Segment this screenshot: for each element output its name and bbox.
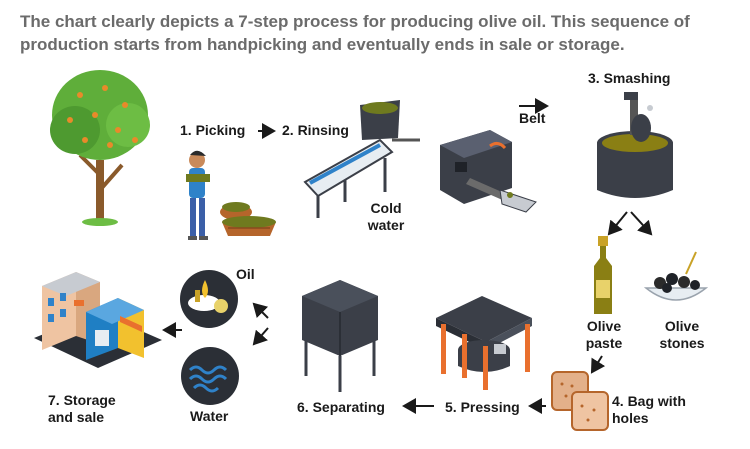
label-olive-paste: Olive paste	[578, 318, 630, 352]
label-olive-stones-line-2: stones	[659, 335, 705, 351]
intro-line-1: The chart clearly depicts a 7-step proce…	[20, 12, 690, 31]
label-bag-line-1: 4. Bag with	[612, 393, 686, 409]
label-olive-stones-line-1: Olive	[664, 318, 700, 334]
label-olive-paste-line-2: paste	[585, 335, 623, 351]
label-pressing: 5. Pressing	[445, 399, 520, 415]
label-separating: 6. Separating	[297, 399, 385, 415]
label-water: Water	[190, 408, 229, 424]
label-olive-stones: Olive stones	[654, 318, 710, 352]
label-picking: 1. Picking	[180, 122, 246, 138]
smashing-machine-icon	[597, 92, 673, 198]
water-circle-icon	[181, 347, 239, 405]
separator-tank-icon	[302, 280, 378, 392]
storefront-building-icon	[34, 272, 162, 368]
intro-text: The chart clearly depicts a 7-step proce…	[20, 10, 735, 56]
label-cold-water-line-2: water	[367, 217, 405, 233]
label-cold-water-line-1: Cold	[370, 200, 402, 216]
belt-machine-icon	[440, 130, 537, 213]
label-smashing: 3. Smashing	[588, 70, 671, 86]
pressing-machine-icon	[436, 296, 532, 390]
rinsing-conveyor-icon	[303, 100, 420, 218]
label-rinsing: 2. Rinsing	[282, 122, 349, 138]
label-olive-paste-line-1: Olive	[586, 318, 622, 334]
olive-tree-icon	[50, 70, 150, 226]
oil-circle-icon	[180, 270, 238, 328]
label-bag-line-2: holes	[612, 410, 649, 426]
label-oil: Oil	[236, 266, 255, 282]
picker-person-icon	[186, 150, 210, 240]
label-belt: Belt	[519, 110, 546, 126]
sacks-icon	[551, 371, 609, 431]
intro-line-2: production starts from handpicking and e…	[20, 35, 625, 54]
label-storage-line-1: 7. Storage	[48, 392, 116, 408]
label-storage-line-2: and sale	[48, 409, 105, 425]
olive-oil-bottle-icon	[594, 236, 612, 314]
olive-baskets-icon	[220, 202, 276, 236]
label-storage-and-sale: 7. Storage and sale	[48, 392, 116, 426]
label-cold-water: Cold water	[361, 200, 411, 234]
olive-stones-bowl-icon	[643, 251, 709, 301]
label-bag-with-holes: 4. Bag with holes	[612, 393, 686, 427]
